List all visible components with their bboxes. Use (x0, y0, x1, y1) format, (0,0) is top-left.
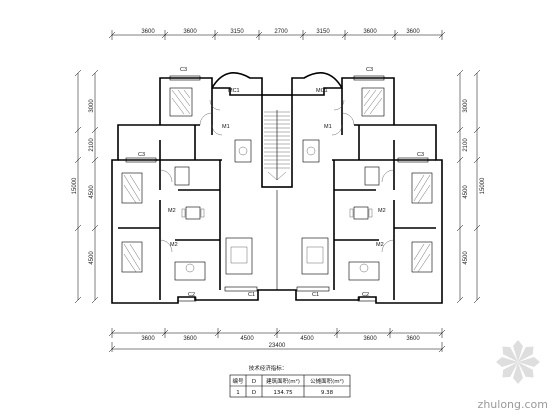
watermark-petal (518, 357, 540, 367)
table-cell-shared-area: 9.38 (321, 390, 334, 396)
side-dim-tick (74, 69, 82, 77)
side-dim-tick (74, 224, 82, 232)
watermark-petal (502, 346, 518, 362)
bottom-dimension-chain: 3600 3600 4500 4500 3600 3600 23400 (108, 328, 446, 353)
table-header-type: D (252, 379, 256, 385)
left-overall-dim: 15000 (72, 177, 78, 194)
total-width-dim: 23400 (269, 343, 286, 349)
watermark-logo: zhulong.com (478, 340, 548, 411)
label-c2-left: C2 (188, 292, 195, 298)
label-m1-left: M1 (222, 124, 230, 130)
left-dim-2: 2100 (89, 138, 95, 152)
tech-economic-table: 技术经济指标： 编号 D 建筑面积(m²) 公摊面积(m²) 1 D 134.7… (229, 364, 351, 398)
label-c3-mid-left: C3 (138, 152, 145, 158)
side-dim-tick (74, 156, 82, 164)
right-dim-2: 2100 (463, 138, 469, 152)
left-dim-4: 4500 (89, 251, 95, 265)
watermark-petal (496, 357, 518, 367)
top-dim-4: 2700 (274, 29, 288, 35)
bottom-dim-5: 3600 (363, 336, 377, 342)
label-m1-right: M1 (324, 124, 332, 130)
label-c3-top-right: C3 (366, 67, 373, 73)
label-mc1-right: MC1 (316, 88, 328, 94)
right-dim-3: 4500 (463, 185, 469, 199)
side-dim-tick (456, 126, 464, 134)
side-dim-tick (74, 296, 82, 304)
side-dim-tick (91, 126, 99, 134)
side-dim-tick (456, 69, 464, 77)
label-m2-left: M2 (168, 208, 176, 214)
right-overall-dim: 15000 (480, 177, 486, 194)
side-dim-tick (473, 296, 481, 304)
watermark-text: zhulong.com (478, 398, 548, 411)
side-dim-tick (91, 69, 99, 77)
watermark-petal (518, 362, 534, 378)
side-dim-tick (456, 296, 464, 304)
right-dim-4: 4500 (463, 251, 469, 265)
top-dim-7: 3600 (406, 29, 420, 35)
right-dimension-chain: 3000 2100 4500 4500 15000 (456, 69, 486, 304)
left-dim-3: 4500 (89, 185, 95, 199)
label-c2-right: C2 (362, 292, 369, 298)
label-c3-top-left: C3 (180, 67, 187, 73)
side-dim-tick (91, 296, 99, 304)
table-cell-id: 1 (236, 390, 240, 396)
top-dimension-chain: 3600 3600 3150 2700 3150 3600 3600 (108, 29, 446, 40)
label-m2-right: M2 (378, 208, 386, 214)
top-dim-5: 3150 (316, 29, 330, 35)
stair-core (261, 94, 293, 291)
left-unit (111, 72, 268, 304)
bottom-dim-6: 3600 (406, 336, 420, 342)
top-dim-6: 3600 (363, 29, 377, 35)
left-dim-1: 3000 (89, 99, 95, 113)
side-dim-tick (456, 156, 464, 164)
watermark-petal (513, 340, 523, 362)
table-title: 技术经济指标： (249, 364, 288, 372)
right-dim-1: 3000 (463, 99, 469, 113)
table-header-id: 编号 (232, 377, 244, 385)
label-c1-left: C1 (248, 292, 255, 298)
top-dim-3: 3150 (230, 29, 244, 35)
top-dim-2: 3600 (183, 29, 197, 35)
side-dim-tick (91, 156, 99, 164)
side-dim-tick (473, 69, 481, 77)
bottom-dim-1: 3600 (141, 336, 155, 342)
label-c1-right: C1 (312, 292, 319, 298)
table-cell-build-area: 134.75 (273, 390, 293, 396)
side-dim-tick (74, 126, 82, 134)
side-dim-tick (473, 126, 481, 134)
side-dim-tick (473, 156, 481, 164)
table-cell-type: D (252, 390, 256, 396)
side-dim-tick (473, 224, 481, 232)
side-dim-tick (91, 224, 99, 232)
label-mc1-left: MC1 (228, 88, 240, 94)
bottom-dim-3: 4500 (240, 336, 254, 342)
label-c3-mid-right: C3 (417, 152, 424, 158)
watermark-petal (502, 362, 518, 378)
label-m2-right-lower: M2 (376, 242, 384, 248)
room-labels: C3 C3 C3 C3 MC1 MC1 M1 M1 M2 M2 M2 M2 C1… (138, 67, 424, 298)
table-header-shared-area: 公摊面积(m²) (310, 377, 344, 385)
label-m2-left-lower: M2 (170, 242, 178, 248)
right-unit (286, 72, 443, 304)
bottom-dim-4: 4500 (300, 336, 314, 342)
bottom-dim-2: 3600 (183, 336, 197, 342)
watermark-petal (518, 346, 534, 362)
side-dim-tick (456, 224, 464, 232)
watermark-petal (513, 362, 523, 384)
top-dim-1: 3600 (141, 29, 155, 35)
left-dimension-chain: 3000 2100 4500 4500 15000 (72, 69, 99, 304)
table-header-build-area: 建筑面积(m²) (266, 377, 300, 385)
